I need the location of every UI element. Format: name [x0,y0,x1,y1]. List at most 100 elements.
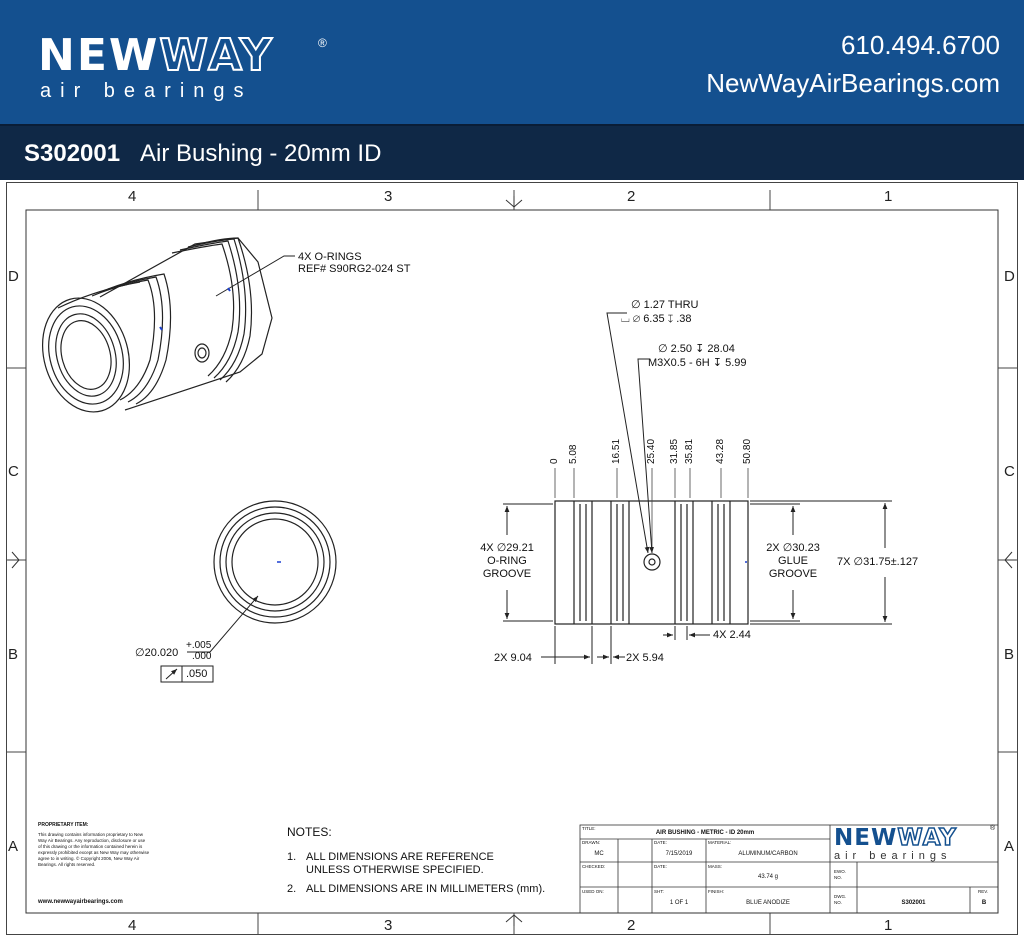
center-mark-top [505,196,523,208]
tb-mass-label: MASS: [708,864,723,869]
oring-groove-label1: O-RING [487,555,527,567]
zone-row-c-right: C [1004,463,1015,480]
logo-subtitle: air bearings [40,80,253,102]
oring-qty-label: 4X O-RINGS [298,251,362,263]
title-bar: S302001 Air Bushing - 20mm ID [0,124,1024,180]
tb-dwg-label: DWG. NO. [834,894,847,905]
glue-groove-dim [750,503,800,622]
isometric-view [41,237,273,413]
groove-width-label: 4X 2.44 [713,629,751,641]
tb-dwg-no: S302001 [901,900,926,906]
tb-drawn-label: DRAWN: [582,840,601,845]
oring-groove-label2: GROOVE [482,568,532,580]
note-2-line1: ALL DIMENSIONS ARE IN MILLIMETERS (mm). [306,883,546,895]
bore-tolerance: +.005 .000 [186,640,211,662]
glue-groove-label1: GLUE [778,555,808,567]
ordinate-43-28: 43.28 [715,438,726,464]
company-logo: NEWWAY [38,33,274,79]
ordinate-0: 0 [549,458,560,464]
tb-drawn: MC [594,851,604,857]
zone-row-d-right: D [1004,268,1015,285]
tb-checked-label: CHECKED: [582,864,606,869]
tb-title: AIR BUSHING - METRIC - ID 20mm [655,830,755,836]
ordinate-lines [554,468,749,552]
tb-logo-reg: ® [990,825,996,832]
drawing-frame [6,182,1018,935]
outer-dia-dim [750,500,892,625]
note-2: 2. ALL DIMENSIONS ARE IN MILLIMETERS (mm)… [287,883,545,896]
outer-dia-label: 7X ∅31.75±.127 [837,555,919,568]
tb-finish: BLUE ANODIZE [746,900,790,906]
center-mark-left [8,551,20,569]
zone-row-b-right: B [1004,646,1015,663]
phone-number: 610.494.6700 [840,30,1000,60]
zone-col-4-top: 4 [128,188,137,205]
tb-logo-new: NEW [834,825,898,851]
inner-border [25,209,999,914]
tb-drawn-date: 7/15/2019 [665,851,693,857]
thru-hole-label: ∅ 1.27 THRU [631,299,699,311]
website-link[interactable]: NewWayAirBearings.com [706,68,1000,98]
zone-col-1-bottom: 1 [884,917,893,934]
dim-5-94-label: 2X 5.94 [626,652,664,664]
zone-col-2-bottom: 2 [627,917,636,934]
zone-row-d-left: D [8,268,19,285]
bore-dia-label: ∅20.020 [135,647,179,659]
tb-logo: NEWWAY ® air bearings [832,824,998,862]
title-block-grid [579,824,999,914]
runout-frame [160,665,214,683]
zone-row-b-left: B [8,646,19,663]
thru-hole-leader [606,312,650,554]
oring-groove-dia: 4X ∅29.21 [480,542,534,554]
oring-groove-dim [503,503,553,622]
part-title: Air Bushing - 20mm ID [140,140,382,167]
bottom-dims [541,626,710,664]
part-number: S302001 [24,140,121,167]
tb-rev: B [981,900,987,906]
notes-heading: NOTES: [287,825,332,839]
thread-label: M3X0.5 - 6H ↧ 5.99 [648,357,747,369]
zone-col-3-top: 3 [384,188,393,205]
oring-leader [215,255,295,297]
logo-registered-mark: ® [318,36,327,50]
note-1-line2: UNLESS OTHERWISE SPECIFIED. [306,864,484,876]
proprietary-title: PROPRIETARY ITEM: [38,822,89,828]
bore-leader [187,595,259,653]
tb-rev-label: REV. [978,889,989,894]
note-2-number: 2. [287,883,297,895]
tb-used-on-label: USED ON: [582,889,604,894]
end-view [213,500,337,624]
bore-tol-minus: .000 [192,651,212,662]
logo-new-text: NEW [38,30,160,81]
tb-sheet: 1 OF 1 [669,900,689,906]
glue-groove-dia: 2X ∅30.23 [766,542,820,554]
center-mark-right [1004,551,1016,569]
tb-material-label: MATERIAL: [708,840,732,845]
tb-ewo-label: EWO. NO. [834,869,846,880]
note-1-line1: ALL DIMENSIONS ARE REFERENCE [306,851,494,863]
oring-groove-callout: 4X ∅29.21 O-RING GROOVE [472,542,542,581]
oring-callout: 4X O-RINGS REF# S90RG2-024 ST [298,251,411,275]
ordinate-5-08: 5.08 [568,444,579,464]
tb-title-label: TITLE: [582,826,596,831]
ordinate-25-40: 25.40 [646,438,657,464]
glue-groove-callout: 2X ∅30.23 GLUE GROOVE [758,542,828,581]
note-1-number: 1. [287,851,297,863]
ordinate-16-51: 16.51 [611,438,622,464]
tb-logo-way: WAY [897,824,957,852]
tb-finish-label: FINISH: [708,889,725,894]
tap-drill-label: ∅ 2.50 ↧ 28.04 [658,343,735,355]
glue-groove-label2: GROOVE [768,568,818,580]
proprietary-url[interactable]: www.newwayairbearings.com [38,899,123,905]
ordinate-31-85: 31.85 [669,438,680,464]
tb-logo-word: NEWWAY [834,824,957,852]
side-view [554,500,749,625]
logo-way-text: WAY [158,30,274,81]
proprietary-text: This drawing contains information propri… [38,832,150,867]
tb-material: ALUMINUM/CARBON [738,851,798,857]
runout-value: .050 [186,668,208,680]
tb-checked-date-label: DATE: [654,864,667,869]
bore-tol-plus: +.005 [186,640,212,651]
zone-col-4-bottom: 4 [128,917,137,934]
